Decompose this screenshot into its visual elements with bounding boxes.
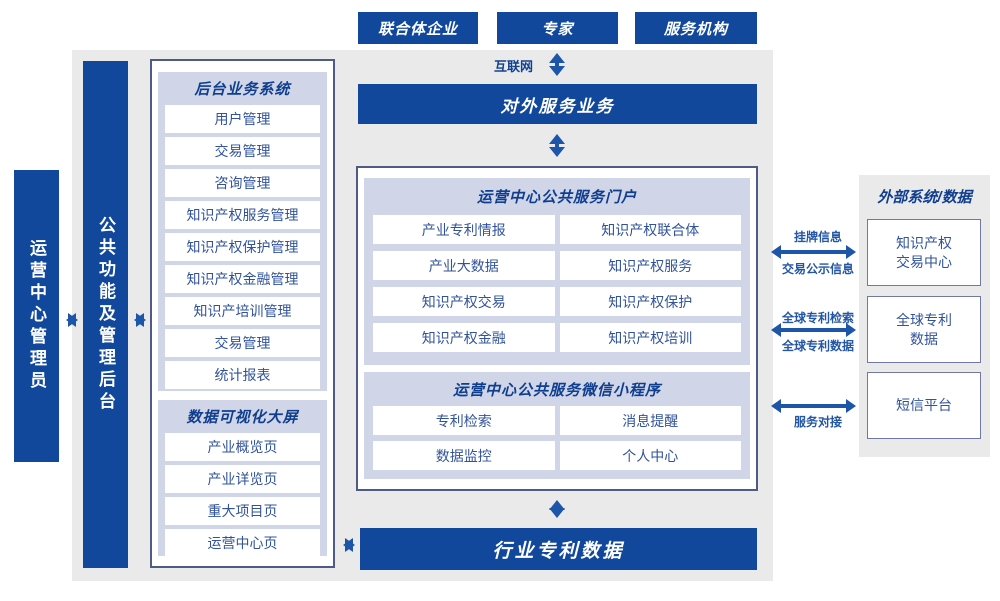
miniprogram-section: 运营中心公共服务微信小程序 专利检索 消息提醒 数据监控 个人中心 <box>364 372 750 479</box>
list-item: 重大项目页 <box>165 497 320 525</box>
list-item: 数据监控 <box>373 441 555 470</box>
list-item: 知识产权保护 <box>559 287 741 316</box>
list-item: 个人中心 <box>559 441 741 470</box>
list-item: 知识产权服务 <box>559 251 741 280</box>
list-item: 知识产权保护管理 <box>165 233 320 261</box>
backend-admin-bar: 公共功能及管理后台 <box>83 61 128 568</box>
node-label-line: 交易中心 <box>896 253 952 270</box>
portal-section: 运营中心公共服务门户 产业专利情报 知识产权联合体 产业大数据 知识产权服务 知… <box>364 178 750 365</box>
global-patent-search-label: 全球专利检索 <box>781 311 854 325</box>
list-item: 产业大数据 <box>373 251 555 280</box>
list-item: 知识产权服务管理 <box>165 201 320 229</box>
listing-info-arrow-icon <box>764 245 863 259</box>
external-service-bar-label: 对外服务业务 <box>500 96 615 116</box>
list-item: 统计报表 <box>165 361 320 389</box>
node-service-agency: 服务机构 <box>635 12 757 44</box>
backend-business-section: 后台业务系统 用户管理 交易管理 咨询管理 知识产权服务管理 知识产权保护管理 … <box>158 72 327 391</box>
visualization-industry-arrow-icon <box>336 538 360 552</box>
backend-system-panel: 后台业务系统 用户管理 交易管理 咨询管理 知识产权服务管理 知识产权保护管理 … <box>150 59 335 568</box>
node-label-line: 知识产权 <box>896 234 952 251</box>
portal-grid: 产业专利情报 知识产权联合体 产业大数据 知识产权服务 知识产权交易 知识产权保… <box>364 215 750 352</box>
node-service-agency-label: 服务机构 <box>663 20 728 38</box>
service-link-arrow-icon <box>764 399 863 413</box>
list-item: 咨询管理 <box>165 169 320 197</box>
list-item: 知识产权联合体 <box>559 215 741 244</box>
visualization-title: 数据可视化大屏 <box>186 409 299 426</box>
list-item: 知识产权培训 <box>559 323 741 352</box>
node-expert: 专家 <box>497 12 618 44</box>
list-item: 交易管理 <box>165 329 320 357</box>
miniprogram-grid: 专利检索 消息提醒 数据监控 个人中心 <box>364 406 750 470</box>
center-panel: 运营中心公共服务门户 产业专利情报 知识产权联合体 产业大数据 知识产权服务 知… <box>356 166 758 491</box>
backend-panel-arrow-icon <box>127 313 151 327</box>
node-ip-trading-center: 知识产权 交易中心 <box>867 219 981 286</box>
external-systems-title: 外部系统/数据 <box>877 189 972 206</box>
list-item: 交易管理 <box>165 137 320 165</box>
node-global-patent-data: 全球专利 数据 <box>867 296 981 363</box>
visualization-list: 产业概览页 产业详览页 重大项目页 运营中心页 <box>158 433 327 557</box>
list-item: 知识产权交易 <box>373 287 555 316</box>
node-expert-label: 专家 <box>541 20 574 38</box>
list-item: 产业专利情报 <box>373 215 555 244</box>
portal-industry-arrow-icon <box>549 492 565 526</box>
portal-title: 运营中心公共服务门户 <box>476 189 637 206</box>
listing-info-label: 挂牌信息 <box>793 230 842 244</box>
list-item: 知识产权金融 <box>373 323 555 352</box>
list-item: 用户管理 <box>165 105 320 133</box>
node-consortium-enterprise: 联合体企业 <box>358 12 478 44</box>
list-item: 产业详览页 <box>165 465 320 493</box>
admin-bar: 运营中心管理员 <box>14 170 59 462</box>
backend-business-list: 用户管理 交易管理 咨询管理 知识产权服务管理 知识产权保护管理 知识产权金融管… <box>158 105 327 389</box>
node-sms-platform: 短信平台 <box>867 372 981 439</box>
service-docking-label: 服务对接 <box>793 415 842 429</box>
list-item: 产业概览页 <box>165 433 320 461</box>
node-consortium-enterprise-label: 联合体企业 <box>377 20 458 38</box>
list-item: 专利检索 <box>373 406 555 435</box>
global-patent-arrow-icon <box>764 323 863 337</box>
node-label-line: 数据 <box>910 330 938 347</box>
global-patent-data-label: 全球专利数据 <box>781 339 854 353</box>
miniprogram-title: 运营中心公共服务微信小程序 <box>452 382 661 399</box>
node-label-line: 全球专利 <box>896 311 952 328</box>
external-service-bar: 对外服务业务 <box>358 84 757 124</box>
admin-backend-arrow-icon <box>59 313 83 327</box>
node-label-line: 短信平台 <box>896 397 952 414</box>
industry-patent-data-bar: 行业专利数据 <box>360 528 757 570</box>
visualization-section: 数据可视化大屏 产业概览页 产业详览页 重大项目页 运营中心页 <box>158 400 327 557</box>
list-item: 知识产培训管理 <box>165 297 320 325</box>
admin-bar-label: 运营中心管理员 <box>27 239 46 393</box>
list-item: 消息提醒 <box>559 406 741 435</box>
backend-admin-bar-label: 公共功能及管理后台 <box>96 215 115 414</box>
internet-label: 互联网 <box>494 59 534 74</box>
trade-publicity-label: 交易公示信息 <box>781 262 854 276</box>
list-item: 运营中心页 <box>165 529 320 557</box>
service-portal-arrow-icon <box>549 126 565 165</box>
internet-arrow-icon <box>549 45 565 84</box>
list-item: 知识产权金融管理 <box>165 265 320 293</box>
industry-patent-data-label: 行业专利数据 <box>492 540 625 562</box>
backend-business-title: 后台业务系统 <box>194 81 291 98</box>
